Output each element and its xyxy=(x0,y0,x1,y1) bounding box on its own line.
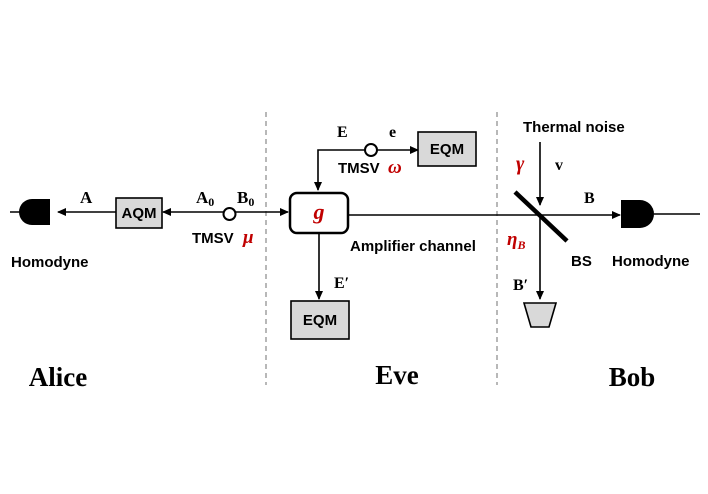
bob-v: v xyxy=(555,157,563,174)
alice-tmsv-source-icon xyxy=(222,207,237,221)
bob-loss-bin-icon xyxy=(522,302,558,328)
eve-eqm-top-label: EQM xyxy=(430,141,464,158)
eve-line-from-e xyxy=(314,149,365,191)
alice-mode-b0: B0 xyxy=(237,188,254,209)
bob-gamma: γ xyxy=(516,153,525,175)
alice-tmsv-label: TMSV xyxy=(192,230,234,247)
eve-tmsv-omega: ω xyxy=(388,157,402,178)
party-eve: Eve xyxy=(375,360,419,390)
bob-homodyne-detector-icon xyxy=(621,200,700,228)
bob-beam-splitter-icon xyxy=(513,190,569,243)
eve-mode-e: E xyxy=(337,124,348,141)
eve-mode-e-small: e xyxy=(389,124,396,141)
alice-homodyne-label: Homodyne xyxy=(11,254,89,271)
alice-mode-a0: A0 xyxy=(196,188,214,209)
bob-homodyne-label: Homodyne xyxy=(612,253,690,270)
bob-bs-label: BS xyxy=(571,253,592,270)
alice-tmsv-mu: μ xyxy=(242,227,254,248)
bob-mode-b: B xyxy=(584,190,595,207)
alice-aqm-box xyxy=(115,197,163,229)
party-alice: Alice xyxy=(29,362,87,392)
eve-mode-e-prime: E′ xyxy=(334,275,349,292)
bob-eta: ηB xyxy=(507,229,525,252)
eve-gain-g: g xyxy=(313,199,325,224)
eve-tmsv-source-icon xyxy=(364,143,378,157)
alice-mode-a: A xyxy=(80,188,93,207)
eve-tmsv-label: TMSV xyxy=(338,160,380,177)
eve-eqm-bottom-label: EQM xyxy=(303,312,337,329)
eve-eqm-top-box xyxy=(417,131,477,167)
eve-channel-label: Amplifier channel xyxy=(350,238,476,255)
bob-thermal-noise-label: Thermal noise xyxy=(523,119,625,136)
party-bob: Bob xyxy=(609,362,656,392)
eve-eqm-bottom-box xyxy=(290,300,350,340)
bob-mode-b-prime: B′ xyxy=(513,277,528,294)
alice-homodyne-detector-icon xyxy=(10,199,50,225)
alice-aqm-label: AQM xyxy=(122,205,157,222)
